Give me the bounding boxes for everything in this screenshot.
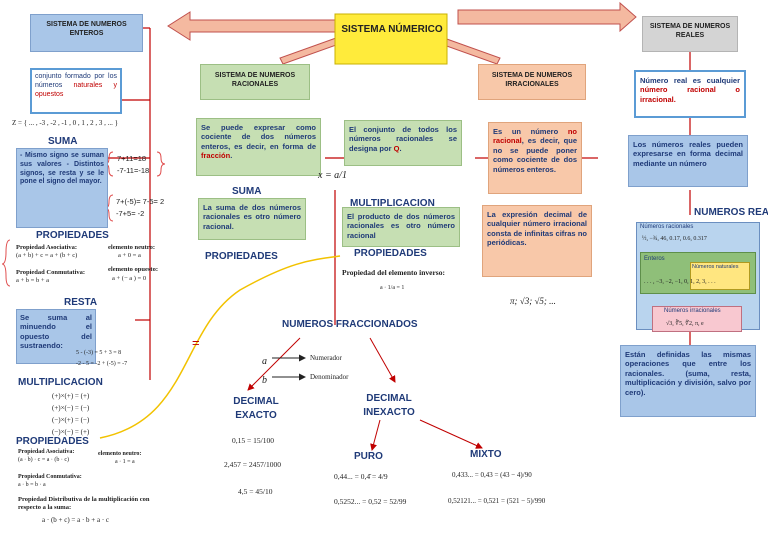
prop-asociativa-formula: (a + b) + c = a + (b + c) (16, 252, 78, 259)
arrow-to-irracionales (440, 37, 501, 65)
irracionales-header: SISTEMA DE NUMEROS IRRACIONALES (478, 64, 586, 100)
exacto-example-3: 4,5 = 45/10 (238, 487, 273, 496)
racionales-set-values: ½, −¾, 46, 0.17, 0.6, 0.317 (642, 236, 707, 242)
decimal-exacto-title: DECIMAL EXACTO (233, 396, 279, 421)
racionales-propiedades-title: PROPIEDADES (205, 251, 278, 262)
enteros-suma-title: SUMA (48, 136, 78, 147)
irracionales-set-box (652, 306, 742, 332)
reales-decimal: Los números reales pueden expresarse en … (628, 135, 748, 187)
sign-rule-4: (−)×(−) = (+) (52, 428, 90, 436)
racionales-multiplicacion-title: MULTIPLICACION (350, 198, 435, 209)
prop-conmutativa-label: Propiedad Conmutativa: (16, 269, 86, 276)
reales-header: SISTEMA DE NUMEROS REALES (642, 16, 738, 52)
mult-asociativa-label: Propiedad Asociativa: (18, 449, 75, 455)
exacto-example-1: 0,15 = 15/100 (232, 436, 274, 445)
enteros-propiedades-title: PROPIEDADES (36, 230, 109, 241)
mult-conmutativa-label: Propiedad Conmutativa: (18, 474, 82, 480)
irracionales-set-label: Números irracionales (664, 308, 721, 314)
racionales-formula: x = a/1 (318, 170, 347, 181)
numerador-label: Numerador (310, 354, 342, 362)
enteros-resta-title: RESTA (64, 297, 98, 308)
racionales-conjunto: El conjunto de todos los números raciona… (344, 120, 462, 166)
racionales-mult-text: El producto de dos números racionales es… (342, 207, 460, 247)
elemento-neutro-label: elemento neutro: (108, 244, 155, 251)
fraccionados-title: NUMEROS FRACCIONADOS (282, 319, 418, 330)
racionales-suma-title: SUMA (232, 186, 262, 197)
mixto-title: MIXTO (470, 449, 502, 460)
sign-rule-1: (+)×(+) = (+) (52, 392, 90, 400)
mult-neutro-formula: a · 1 = a (115, 459, 135, 465)
resta-example-1: 5 - (-3) = 5 + 3 = 8 (76, 350, 122, 356)
page-title: SISTEMA NÚMERICO (341, 24, 443, 35)
suma-example-3: 7+(-5)= 7-5= 2 (116, 197, 165, 206)
elemento-opuesto-formula: a + (− a ) = 0 (112, 275, 147, 282)
mixto-example-1: 0,433... = 0,43 = (43 − 4)/90 (452, 471, 532, 479)
mult-neutro-label: elemento neutro: (98, 451, 142, 457)
irracionales-set-values: √3, ∛5, ∜2, π, e (666, 321, 704, 327)
suma-example-2: -7-11=-18 (117, 166, 150, 175)
irracionales-examples: π; √3; √5; ... (510, 296, 556, 306)
numeros-reales-title: NUMEROS REALES (694, 207, 768, 218)
mult-asociativa-formula: (a · b) · c = a · (b · c) (18, 457, 70, 463)
enteros-multiplicacion-title: MULTIPLICACION (18, 377, 103, 388)
mult-distributiva-label: Propiedad Distributiva de la multiplicac… (18, 496, 150, 512)
racionales-header: SISTEMA DE NUMEROS RACIONALES (200, 64, 310, 100)
puro-example-1: 0,44... = 0,4̂ = 4/9 (334, 472, 388, 481)
racionales-set-label: Números racionales (640, 224, 694, 230)
propiedades-curve (99, 255, 341, 439)
irracionales-expresion: La expresión decimal de cualquier número… (482, 205, 592, 277)
title-scroll (334, 13, 448, 65)
enteros-resta-rule: Se suma al minuendo el opuesto del sustr… (16, 309, 96, 364)
arrow-to-racionales (279, 37, 340, 65)
mult-distributiva-formula: a · (b + c) = a · b + a · c (42, 516, 110, 524)
suma-example-4: -7+5= -2 (116, 209, 145, 218)
reales-definition: Número real es cualquier número racional… (634, 70, 746, 118)
elemento-neutro-formula: a + 0 = a (118, 252, 141, 259)
racionales-propiedades-2-title: PROPIEDADES (354, 248, 427, 259)
suma-example-1: 7+11=18 (117, 154, 147, 163)
puro-example-2: 0,5252... = 0,52 = 52/99 (334, 497, 407, 506)
resta-example-2: -2 - 5 = -2 + (-5) = -7 (76, 361, 128, 367)
sign-rule-2: (+)×(−) = (−) (52, 404, 90, 412)
enteros-set-label: Enteros (644, 256, 665, 262)
reales-operaciones: Están definidas las mismas operaciones q… (620, 345, 756, 417)
sign-rule-3: (−)×(+) = (−) (52, 416, 90, 424)
mixto-example-2: 0,52121... = 0,521 = (521 − 5)/990 (448, 497, 546, 505)
enteros-propiedades-2-title: PROPIEDADES (16, 436, 89, 447)
puro-title: PURO (354, 451, 383, 462)
naturales-set-box (690, 262, 750, 290)
prop-conmutativa-formula: a + b = b + a (16, 277, 50, 284)
enteros-set-values: . . . , −3, −2, −1, 0, 1, 2, 3, . . . (644, 279, 716, 285)
svg-text:=: = (192, 335, 200, 350)
arrow-to-reales (457, 1, 637, 33)
denominador-label: Denominador (310, 373, 349, 381)
mult-conmutativa-formula: a · b = b · a (18, 482, 46, 488)
enteros-header: SISTEMA DE NUMEROS ENTEROS (30, 14, 143, 52)
decimal-inexacto-title: DECIMAL INEXACTO (363, 393, 415, 418)
racionales-suma-text: La suma de dos números racionales es otr… (198, 198, 306, 240)
exacto-example-2: 2,457 = 2457/1000 (224, 460, 281, 469)
arrow-to-enteros (167, 11, 339, 41)
irracionales-definition: Es un número no racional, es decir, que … (488, 122, 582, 194)
enteros-suma-rules: - Mismo signo se suman sus valores - Dis… (16, 148, 108, 228)
enteros-definition: conjunto formado por los números natural… (30, 68, 122, 114)
inverso-label: Propiedad del elemento inverso: (342, 268, 445, 277)
racionales-definition: Se puede expresar como cociente de dos n… (196, 118, 321, 176)
elemento-opuesto-label: elemento opuesto: (108, 266, 159, 273)
naturales-set-label: Números naturales (692, 264, 739, 270)
prop-asociativa-label: Propiedad Asociativa: (16, 244, 78, 251)
inverso-formula: a · 1/a = 1 (380, 285, 405, 291)
enteros-set: Z = { ... , -3 , -2 , -1 , 0 , 1 , 2 , 3… (12, 119, 118, 127)
